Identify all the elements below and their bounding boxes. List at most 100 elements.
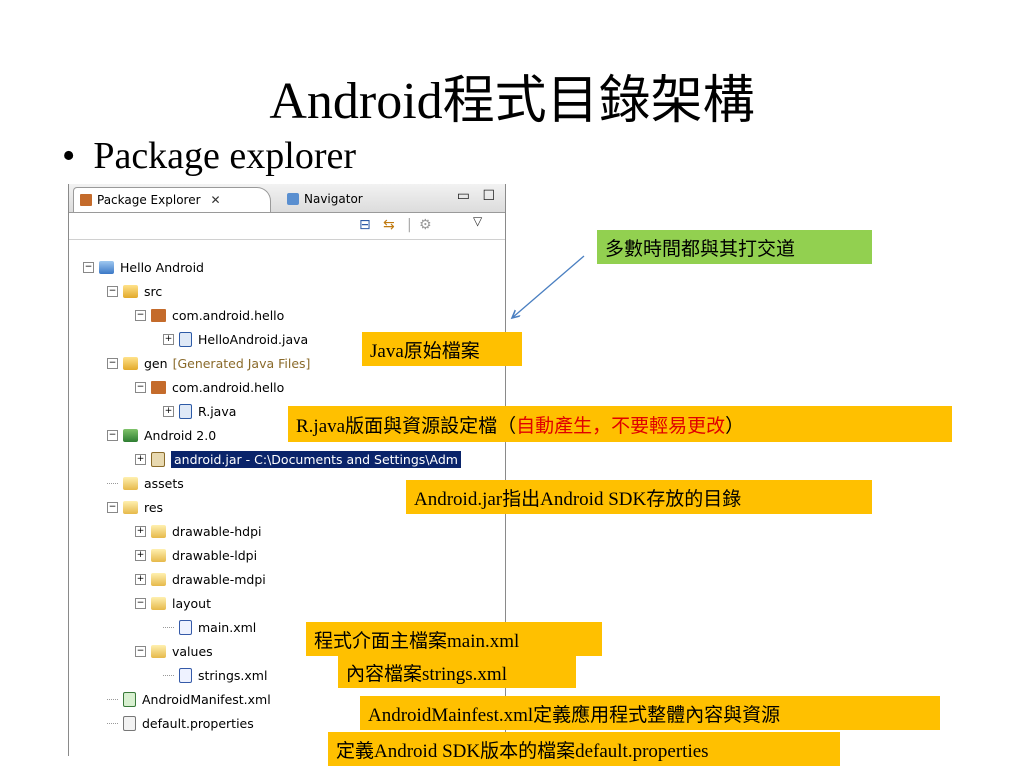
package-explorer-panel: Package Explorer ✕ Navigator ▭ ☐ ⊟ ⇆ | ⚙… bbox=[68, 184, 506, 756]
tree-item-manifest[interactable]: AndroidManifest.xml bbox=[107, 687, 271, 711]
tree-label: res bbox=[144, 499, 164, 515]
tree-item-values[interactable]: − values bbox=[135, 639, 213, 663]
link-with-editor-icon[interactable]: ⇆ bbox=[383, 217, 395, 233]
project-icon bbox=[99, 260, 114, 274]
expand-icon[interactable]: + bbox=[163, 333, 174, 345]
tree-item-r-java[interactable]: + R.java bbox=[163, 399, 236, 423]
tree-connector bbox=[107, 698, 118, 700]
view-toolbar: ⊟ ⇆ | ⚙ ▽ bbox=[69, 213, 505, 240]
callout-text: 內容檔案strings.xml bbox=[346, 663, 507, 685]
tree-label: com.android.hello bbox=[172, 307, 285, 323]
properties-file-icon bbox=[123, 715, 136, 731]
jar-icon bbox=[151, 451, 165, 467]
tree-label: drawable-hdpi bbox=[172, 523, 262, 539]
callout-default-properties: 定義Android SDK版本的檔案default.properties bbox=[328, 732, 840, 766]
tree-label: assets bbox=[144, 475, 184, 491]
folder-icon bbox=[151, 548, 166, 562]
java-file-icon bbox=[179, 403, 192, 419]
package-icon bbox=[151, 380, 166, 394]
tree-item-gen-package[interactable]: − com.android.hello bbox=[135, 375, 284, 399]
callout-strings-xml: 內容檔案strings.xml bbox=[338, 656, 576, 688]
tree-label: strings.xml bbox=[198, 667, 268, 683]
collapse-icon[interactable]: − bbox=[107, 357, 118, 369]
callout-frequent-use: 多數時間都與其打交道 bbox=[597, 230, 872, 264]
callout-text: 多數時間都與其打交道 bbox=[605, 238, 796, 260]
callout-text: 定義Android SDK版本的檔案default.properties bbox=[336, 740, 709, 762]
tree-label: values bbox=[172, 643, 213, 659]
tree-label: layout bbox=[172, 595, 212, 611]
tree-item-drawable-ldpi[interactable]: + drawable-ldpi bbox=[135, 543, 257, 567]
tree-item-main-xml[interactable]: main.xml bbox=[163, 615, 256, 639]
callout-main-xml: 程式介面主檔案main.xml bbox=[306, 622, 602, 656]
expand-icon[interactable]: + bbox=[135, 549, 146, 561]
expand-icon[interactable]: + bbox=[135, 525, 146, 537]
bullet-text: Package explorer bbox=[93, 135, 357, 177]
tree-label: drawable-mdpi bbox=[172, 571, 266, 587]
xml-file-icon bbox=[179, 619, 192, 635]
expand-icon[interactable]: + bbox=[135, 453, 146, 465]
folder-icon bbox=[151, 644, 166, 658]
tree-item-res[interactable]: − res bbox=[107, 495, 163, 519]
callout-text: Java原始檔案 bbox=[370, 340, 480, 362]
tab-navigator[interactable]: Navigator bbox=[281, 187, 397, 211]
tree-label: HelloAndroid.java bbox=[198, 331, 309, 347]
callout-text: AndroidMainfest.xml定義應用程式整體內容與資源 bbox=[368, 704, 781, 726]
tree-item-assets[interactable]: assets bbox=[107, 471, 184, 495]
collapse-icon[interactable]: − bbox=[135, 597, 146, 609]
collapse-icon[interactable]: − bbox=[107, 429, 118, 441]
tree-item-gen[interactable]: − gen [Generated Java Files] bbox=[107, 351, 310, 375]
collapse-icon[interactable]: − bbox=[83, 261, 94, 273]
tree-item-drawable-mdpi[interactable]: + drawable-mdpi bbox=[135, 567, 266, 591]
navigator-icon bbox=[287, 193, 299, 205]
folder-icon bbox=[123, 500, 138, 514]
tree-connector bbox=[163, 626, 174, 628]
tree-label: gen bbox=[144, 355, 168, 371]
tab-package-explorer[interactable]: Package Explorer ✕ bbox=[73, 187, 271, 212]
minimize-icon[interactable]: ▭ bbox=[456, 188, 470, 204]
tree-item-android-lib[interactable]: − Android 2.0 bbox=[107, 423, 216, 447]
tree-label: main.xml bbox=[198, 619, 257, 635]
tree-item-src-package[interactable]: − com.android.hello bbox=[135, 303, 284, 327]
window-controls: ▭ ☐ bbox=[449, 188, 495, 204]
collapse-icon[interactable]: − bbox=[107, 285, 118, 297]
source-folder-icon bbox=[123, 284, 138, 298]
callout-warning-text: 自動產生，不要輕易更改 bbox=[516, 415, 726, 437]
tree-item-drawable-hdpi[interactable]: + drawable-hdpi bbox=[135, 519, 262, 543]
tree-connector bbox=[107, 722, 118, 724]
slide-title: Android程式目錄架構 bbox=[269, 73, 755, 130]
package-explorer-icon bbox=[80, 194, 92, 206]
tab-label: Navigator bbox=[304, 192, 363, 206]
java-file-icon bbox=[179, 331, 192, 347]
tree-connector bbox=[163, 674, 174, 676]
view-menu-icon[interactable]: ▽ bbox=[473, 214, 483, 228]
collapse-icon[interactable]: − bbox=[135, 309, 146, 321]
tree-item-project[interactable]: − Hello Android bbox=[83, 255, 204, 279]
filter-icon[interactable]: ⚙ bbox=[419, 217, 432, 233]
collapse-all-icon[interactable]: ⊟ bbox=[359, 217, 371, 233]
tree-decoration: [Generated Java Files] bbox=[172, 355, 311, 371]
tree-label: drawable-ldpi bbox=[172, 547, 258, 563]
source-folder-icon bbox=[123, 356, 138, 370]
tree-item-android-jar[interactable]: + android.jar - C:\Documents and Setting… bbox=[135, 447, 461, 471]
tree-item-strings-xml[interactable]: strings.xml bbox=[163, 663, 267, 687]
tree-item-default-properties[interactable]: default.properties bbox=[107, 711, 254, 735]
package-icon bbox=[151, 308, 166, 322]
expand-icon[interactable]: + bbox=[135, 573, 146, 585]
expand-icon[interactable]: + bbox=[163, 405, 174, 417]
callout-text: 程式介面主檔案main.xml bbox=[314, 630, 520, 652]
collapse-icon[interactable]: − bbox=[135, 381, 146, 393]
tree-item-layout[interactable]: − layout bbox=[135, 591, 211, 615]
maximize-icon[interactable]: ☐ bbox=[482, 188, 495, 204]
collapse-icon[interactable]: − bbox=[107, 501, 118, 513]
library-icon bbox=[123, 428, 138, 442]
folder-icon bbox=[151, 572, 166, 586]
collapse-icon[interactable]: − bbox=[135, 645, 146, 657]
tree-item-helloandroid-java[interactable]: + HelloAndroid.java bbox=[163, 327, 308, 351]
tree-item-src[interactable]: − src bbox=[107, 279, 162, 303]
callout-text: R.java版面與資源設定檔（ bbox=[296, 415, 517, 437]
view-tab-bar: Package Explorer ✕ Navigator ▭ ☐ bbox=[69, 184, 505, 213]
xml-file-icon bbox=[179, 667, 192, 683]
close-icon[interactable]: ✕ bbox=[210, 193, 221, 207]
callout-text: Android.jar指出Android SDK存放的目錄 bbox=[414, 488, 742, 510]
tree-label: Android 2.0 bbox=[144, 427, 217, 443]
